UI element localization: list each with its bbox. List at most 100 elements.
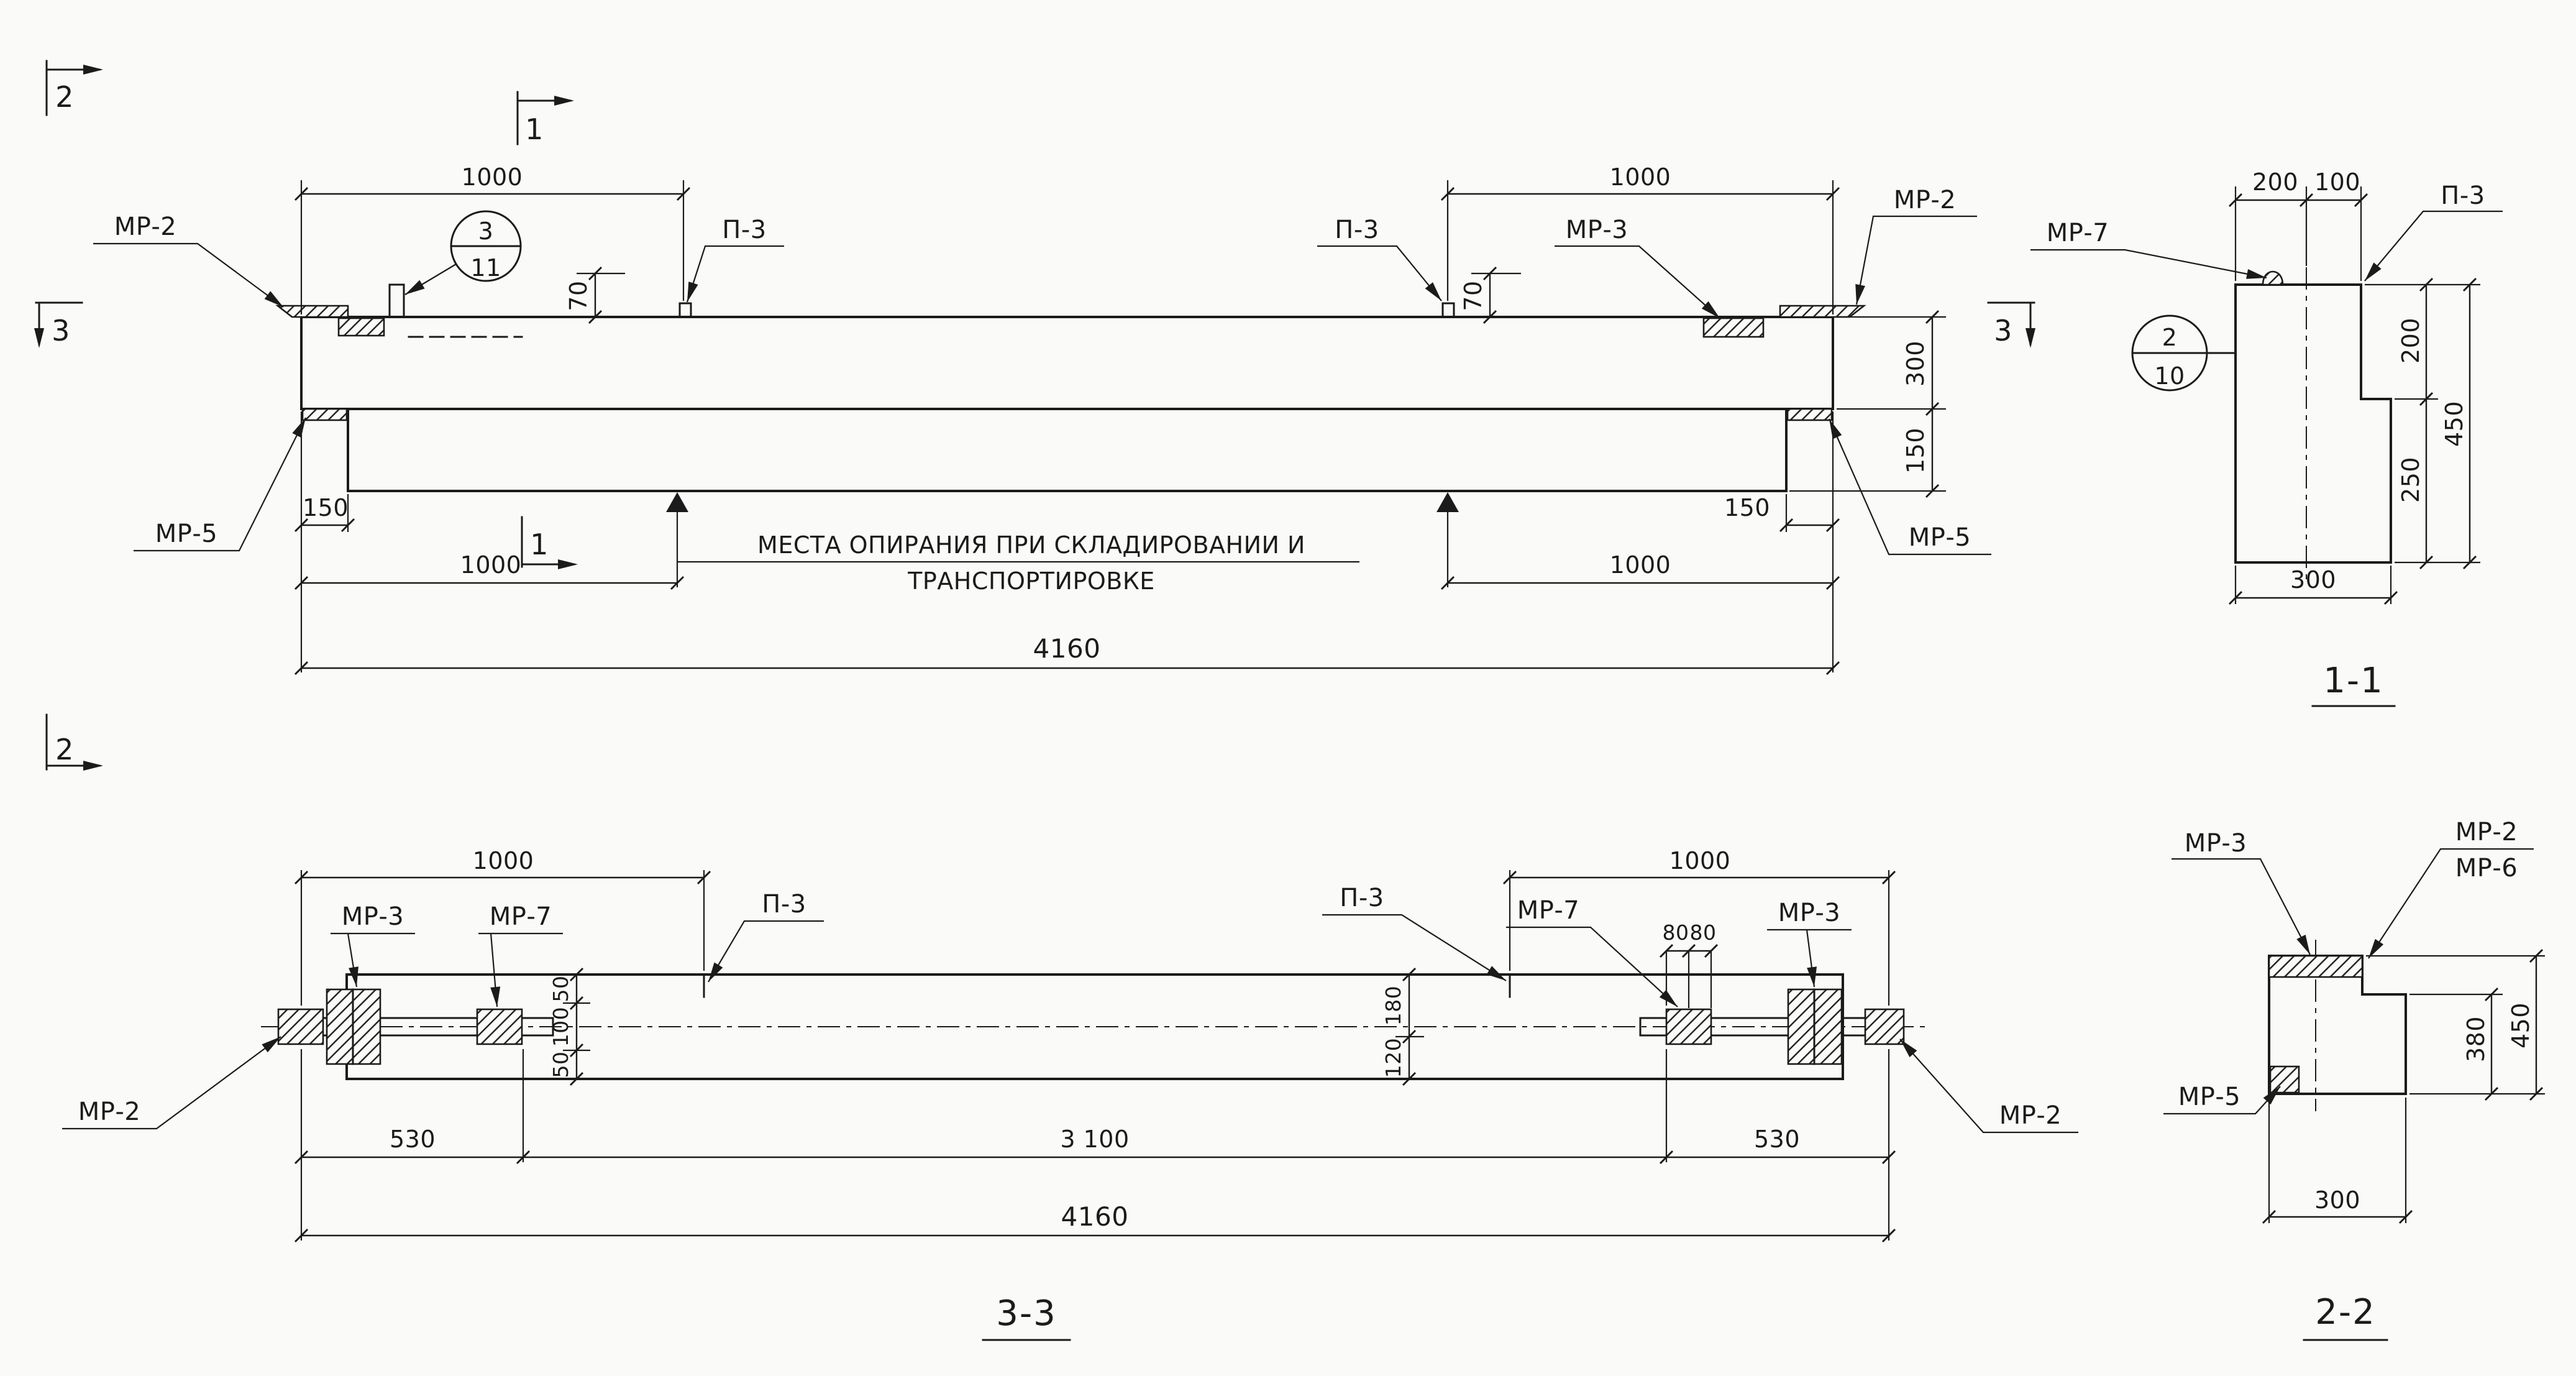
- label-mr2-left: МР-2: [62, 1032, 284, 1130]
- section-1-1-outline: [2234, 283, 2392, 564]
- callout-num: 2: [2162, 324, 2178, 351]
- label-p3-left: П-3: [682, 216, 784, 304]
- dim-top-right-1000: 1000: [1610, 163, 1671, 191]
- storage-note-line2: ТРАНСПОРТИРОВКЕ: [907, 567, 1155, 595]
- dim-v180: 180: [1381, 986, 1405, 1026]
- label-mr2-right-text: МР-2: [1894, 186, 1957, 214]
- mr7-sleeve-left: [476, 1008, 523, 1045]
- label-mr3-right-text: МР-3: [1778, 899, 1841, 927]
- dim-bottom-300: 300: [2290, 566, 2336, 594]
- label-p3-left-text: П-3: [762, 890, 806, 919]
- section-marker-1-bottom: 1: [521, 516, 578, 569]
- dim-right-250: 250: [2397, 457, 2424, 503]
- callout-3-11: 3 11: [402, 210, 522, 299]
- extension-lines: [2234, 186, 2480, 604]
- section-marker-2-top: 2: [45, 60, 103, 116]
- label-mr3-right-text: МР-3: [1566, 216, 1628, 244]
- label-mr3-left-text: МР-3: [342, 902, 404, 931]
- p3-marks: [703, 973, 1511, 998]
- caption-3-3-text: 3-3: [996, 1293, 1056, 1334]
- label-mr7-left-text: МР-7: [490, 902, 552, 931]
- dim-top-100: 100: [2314, 168, 2360, 196]
- dim-total-4160: 4160: [1061, 1201, 1129, 1232]
- label-mr2-mr6: МР-2 МР-6: [2364, 818, 2534, 961]
- section-marker-3-left-label: 3: [52, 314, 70, 347]
- section-marker-1-bottom-label: 1: [530, 528, 549, 561]
- mr7-sleeve-right: [1665, 1008, 1712, 1045]
- dim-70-right: 70: [1459, 280, 1487, 311]
- label-mr3-right: МР-3: [1555, 216, 1724, 322]
- section-marker-1-top: 1: [516, 91, 574, 146]
- label-mr5-right-text: МР-5: [1909, 523, 1971, 552]
- caption-1-1: 1-1: [2311, 661, 2396, 707]
- dim-end-150-left: 150: [303, 494, 349, 521]
- dim-v50-top: 50: [549, 976, 573, 1002]
- label-p3-right: П-3: [1322, 884, 1509, 985]
- section-2-2-view: 380 450 300 МР-3 МР-2 МР-6 МР-5 2-2: [2163, 818, 2545, 1341]
- callout-den: 10: [2154, 362, 2185, 390]
- section-marker-3-right-label: 3: [1994, 314, 2012, 347]
- section-marker-3-left: 3: [34, 301, 83, 348]
- mr5-pad-left: [301, 408, 348, 421]
- label-mr5: МР-5: [2163, 1083, 2284, 1115]
- mr2-rod-end-right: [1864, 1008, 1905, 1045]
- dim-530-right: 530: [1754, 1126, 1800, 1153]
- caption-2-2: 2-2: [2303, 1292, 2388, 1341]
- dimension-ticks: [2228, 193, 2477, 605]
- section-1-1-view: 200 100 200 250 450 300 2 10 МР-7 П-3 1-…: [2030, 168, 2503, 707]
- label-mr3: МР-3: [2172, 829, 2315, 957]
- label-mr6-text: МР-6: [2455, 854, 2518, 883]
- label-p3-right-text: П-3: [1340, 884, 1384, 912]
- caption-3-3: 3-3: [982, 1293, 1071, 1341]
- mr5-pad-right: [1786, 408, 1833, 421]
- mr3-pad-right: [1702, 317, 1765, 338]
- dim-right-380: 380: [2462, 1016, 2490, 1062]
- mr2-plate-left: [275, 305, 349, 318]
- mr2-rod-end-left: [277, 1008, 324, 1045]
- label-mr7-left: МР-7: [478, 902, 563, 1007]
- label-mr5-left-text: МР-5: [155, 520, 218, 548]
- label-mr2-left-text: МР-2: [114, 213, 177, 241]
- label-p3: П-3: [2360, 181, 2503, 285]
- label-mr7: МР-7: [2030, 219, 2268, 283]
- elevation-view: 1000 1000 70 70 300 150 150 150 1000 100…: [93, 163, 1991, 676]
- caption-2-2-text: 2-2: [2315, 1292, 2375, 1332]
- label-p3-right: П-3: [1317, 216, 1446, 305]
- label-p3-right-text: П-3: [1335, 216, 1379, 244]
- dimension-ticks: [294, 186, 1940, 676]
- section-marker-1-top-label: 1: [525, 112, 544, 146]
- label-mr3-text: МР-3: [2185, 829, 2247, 858]
- section-marker-2-top-label: 2: [55, 80, 74, 114]
- label-mr7-right: МР-7: [1506, 896, 1681, 1011]
- dimension-ticks: [2262, 948, 2544, 1224]
- section-marker-3-right: 3: [1987, 301, 2035, 348]
- storage-note-line1: МЕСТА ОПИРАНИЯ ПРИ СКЛАДИРОВАНИИ И: [757, 531, 1305, 559]
- dim-80-a: 80: [1663, 920, 1689, 945]
- dimension-lines: [301, 876, 1889, 1237]
- section-marker-2-mid: 2: [45, 713, 103, 771]
- dimension-lines: [2269, 956, 2537, 1218]
- callout-num: 3: [478, 218, 494, 245]
- dim-side-150: 150: [1902, 428, 1929, 474]
- label-mr2-text: МР-2: [2455, 818, 2518, 846]
- dim-top-left-1000: 1000: [462, 163, 523, 191]
- dim-v120: 120: [1381, 1038, 1405, 1078]
- callout-den: 11: [470, 254, 501, 282]
- label-mr2-right: МР-2: [1852, 186, 1977, 306]
- dim-right-450: 450: [2507, 1002, 2534, 1048]
- dim-v50-bot: 50: [549, 1052, 573, 1078]
- callout-2-10: 2 10: [2131, 314, 2236, 392]
- joint-upstand: [388, 283, 405, 318]
- dim-80-b: 80: [1690, 920, 1717, 945]
- mr2-plate-right: [1779, 305, 1866, 318]
- support-triangles: [666, 492, 1459, 512]
- label-mr5-left: МР-5: [134, 415, 311, 552]
- dim-right-450: 450: [2441, 401, 2468, 447]
- dim-top-left-1000: 1000: [473, 847, 534, 874]
- label-p3-left: П-3: [704, 890, 824, 985]
- mr5-pad-bottom: [2269, 1065, 2300, 1094]
- label-mr2-right: МР-2: [1896, 1035, 2078, 1134]
- label-mr2-right-text: МР-2: [1999, 1101, 2062, 1130]
- mr7-anchor-loop: [2262, 270, 2284, 286]
